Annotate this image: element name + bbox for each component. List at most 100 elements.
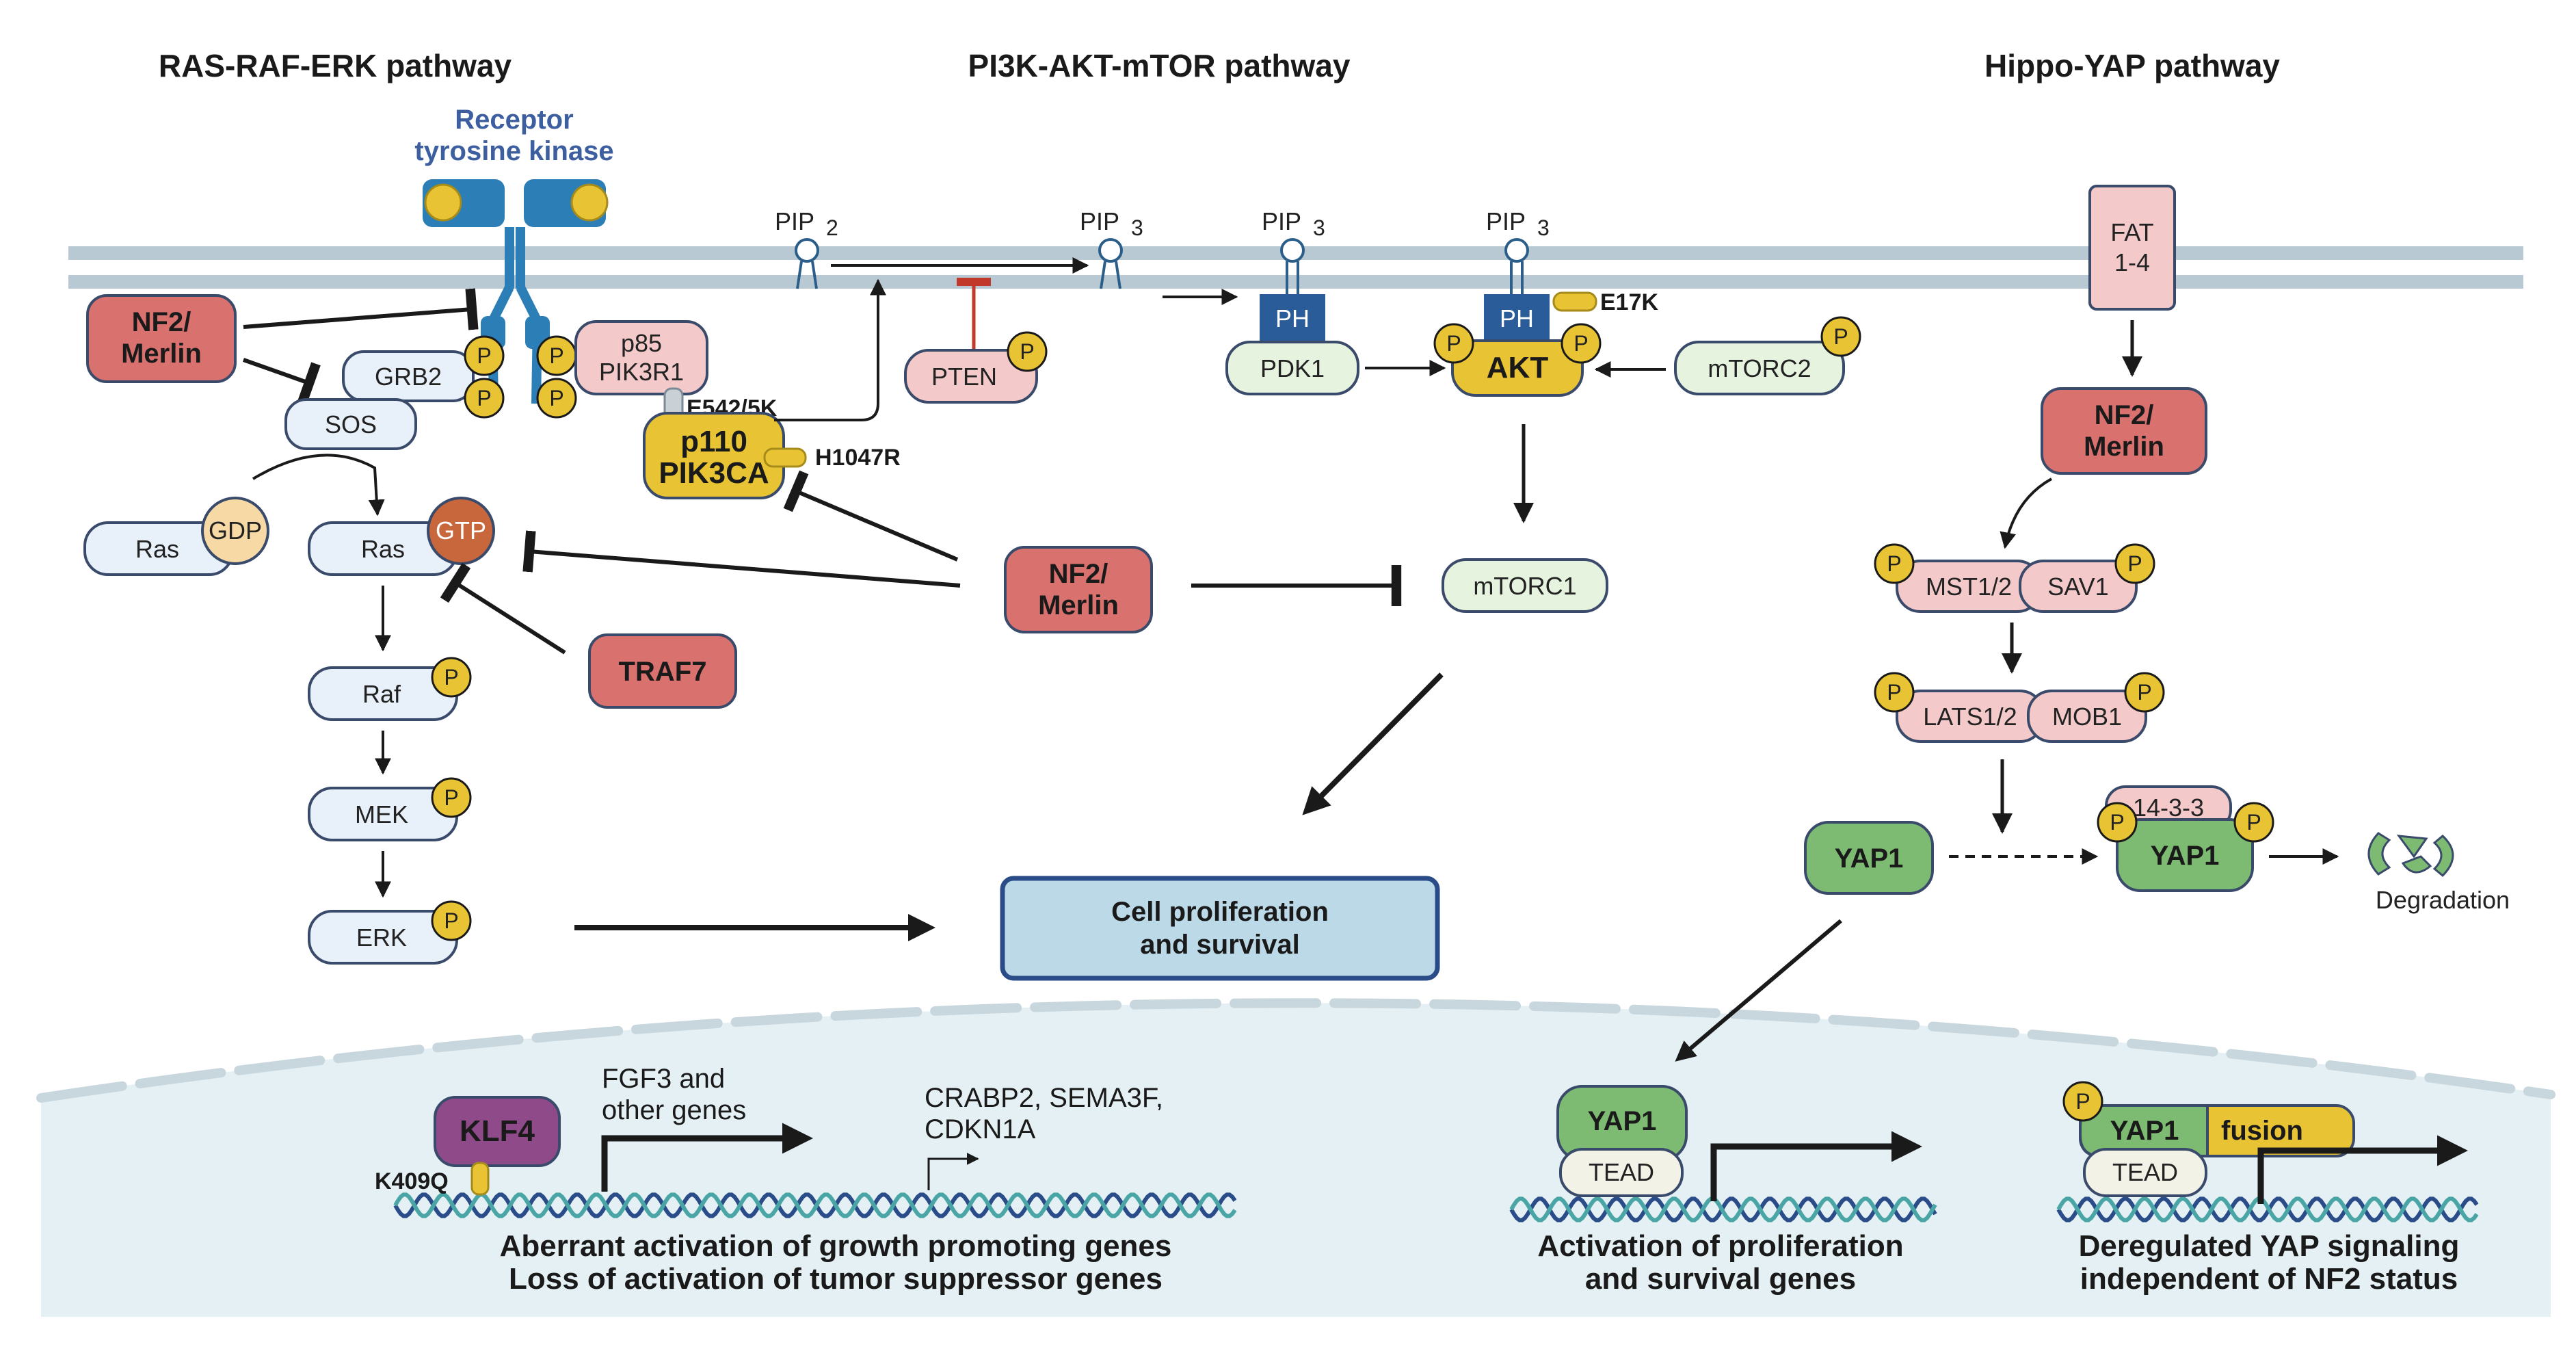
gdp-badge: GDP	[201, 497, 269, 565]
svg-text:fusion: fusion	[2221, 1116, 2303, 1146]
svg-text:3: 3	[1537, 215, 1550, 240]
svg-text:P: P	[1833, 324, 1848, 349]
svg-text:SOS: SOS	[325, 410, 377, 438]
svg-text:p85: p85	[621, 329, 662, 357]
genes-fgf3-line2: other genes	[602, 1095, 746, 1125]
phospho-receptor-right: P P	[536, 335, 577, 419]
phospho-akt-right: P	[1561, 323, 1602, 364]
arrow-p110-to-pip	[774, 278, 886, 421]
svg-text:MEK: MEK	[355, 800, 408, 828]
svg-text:PIP: PIP	[1262, 207, 1301, 235]
svg-text:P: P	[477, 386, 491, 410]
phospho-mek: P	[431, 777, 472, 818]
inhibit-nf2-receptor	[243, 288, 479, 330]
svg-text:mTORC2: mTORC2	[1708, 354, 1811, 382]
sos-node: SOS	[284, 398, 417, 450]
yap1-node-phosphorylated: YAP1	[2116, 818, 2254, 892]
caption-klf4-line2: Loss of activation of tumor suppressor g…	[509, 1262, 1163, 1296]
arrow-yap-to-nucleus	[1675, 919, 1842, 1062]
yap1-node-cytoplasm: YAP1	[1804, 821, 1934, 895]
svg-text:Ras: Ras	[135, 535, 179, 563]
phospho-sav1: P	[2114, 543, 2155, 584]
svg-text:AKT: AKT	[1487, 351, 1549, 384]
pten-node: PTEN	[904, 349, 1038, 404]
svg-text:and survival: and survival	[1140, 930, 1299, 960]
svg-text:TRAF7: TRAF7	[619, 657, 707, 687]
phospho-pten: P	[1007, 331, 1048, 372]
svg-text:P: P	[2137, 680, 2151, 705]
genes-crabp2-line1: CRABP2, SEMA3F,	[925, 1083, 1163, 1113]
klf4-node: KLF4	[434, 1096, 561, 1167]
svg-text:1-4: 1-4	[2114, 248, 2150, 276]
svg-text:MOB1: MOB1	[2052, 703, 2122, 731]
svg-text:P: P	[444, 785, 458, 810]
ras-gdp-node: Ras	[83, 521, 234, 576]
svg-text:GTP: GTP	[436, 516, 486, 545]
svg-text:TEAD: TEAD	[1589, 1158, 1654, 1186]
title-ras-pathway: RAS-RAF-ERK pathway	[159, 48, 512, 83]
svg-text:MST1/2: MST1/2	[1926, 573, 2012, 601]
svg-text:FAT: FAT	[2110, 218, 2153, 246]
traf7-node: TRAF7	[588, 633, 737, 709]
nf2-merlin-node-2: NF2/ Merlin	[1004, 546, 1153, 633]
caption-fusion-line2: independent of NF2 status	[2080, 1262, 2458, 1296]
genes-crabp2-line2: CDKN1A	[925, 1114, 1036, 1144]
nucleus	[41, 1003, 2551, 1317]
svg-text:YAP1: YAP1	[1835, 843, 1904, 874]
nf2-merlin-node-3: NF2/ Merlin	[2041, 387, 2207, 475]
p110-pik3ca-node: p110 PIK3CA	[643, 412, 785, 499]
phospho-raf: P	[431, 657, 472, 698]
erk-node: ERK	[308, 910, 458, 965]
fat-receptor: FAT 1-4	[2088, 185, 2176, 311]
tead-node-2: TEAD	[2083, 1148, 2207, 1197]
pip3-lipid-1: PIP 3	[1080, 207, 1143, 289]
mek-node: MEK	[308, 787, 458, 841]
svg-text:PIK3CA: PIK3CA	[659, 456, 769, 490]
sav1-node: SAV1	[2019, 560, 2138, 613]
arrow-ras-gdp-to-gtp	[252, 454, 385, 516]
svg-text:P: P	[549, 386, 563, 410]
svg-text:Merlin: Merlin	[2084, 432, 2164, 462]
phospho-yap-fusion: P	[2062, 1081, 2103, 1122]
phospho-lats: P	[1874, 672, 1915, 713]
arrow-fusion-transcription	[2257, 1135, 2468, 1204]
svg-text:NF2/: NF2/	[2095, 400, 2154, 430]
pip3-lipid-2: PIP 3	[1262, 207, 1325, 294]
svg-text:PIP: PIP	[775, 207, 814, 235]
phospho-erk: P	[431, 900, 472, 941]
svg-text:P: P	[1020, 339, 1034, 364]
caption-yap-line1: Activation of proliferation	[1537, 1229, 1903, 1263]
svg-text:PH: PH	[1500, 304, 1534, 332]
svg-text:P: P	[1574, 331, 1588, 356]
lats12-node: LATS1/2	[1896, 690, 2045, 743]
mutation-marker-e17k	[1552, 291, 1597, 312]
svg-text:PH: PH	[1275, 304, 1310, 332]
svg-text:ERK: ERK	[356, 924, 407, 952]
nuclear-envelope	[36, 998, 2555, 1103]
svg-text:Raf: Raf	[362, 680, 401, 708]
caption-fusion-line1: Deregulated YAP signaling	[2079, 1229, 2460, 1263]
svg-text:Merlin: Merlin	[1038, 590, 1119, 620]
svg-text:LATS1/2: LATS1/2	[1923, 703, 2017, 731]
svg-text:PIP: PIP	[1080, 207, 1119, 235]
svg-text:3: 3	[1131, 215, 1143, 240]
inhibit-nf2-ras	[522, 530, 961, 588]
mob1-node: MOB1	[2027, 690, 2147, 743]
svg-text:NF2/: NF2/	[1049, 559, 1108, 589]
pip2-lipid: PIP 2	[775, 207, 838, 289]
title-pi3k-pathway: PI3K-AKT-mTOR pathway	[968, 48, 1351, 83]
phospho-mob1: P	[2124, 672, 2165, 713]
mutation-k409q: K409Q	[375, 1168, 449, 1194]
svg-text:2: 2	[826, 215, 838, 240]
cell-membrane	[68, 246, 2523, 289]
arrow-fgf3-transcription	[601, 1123, 813, 1192]
yap1-node-nucleus: YAP1	[1556, 1085, 1688, 1162]
inhibit-nf2-grb2	[242, 358, 321, 404]
mutation-h1047: H1047R	[815, 445, 901, 471]
svg-text:P: P	[1887, 551, 1901, 576]
svg-text:P: P	[2246, 810, 2261, 835]
svg-text:P: P	[2075, 1089, 2090, 1114]
svg-text:PDK1: PDK1	[1260, 354, 1325, 382]
phospho-yap-left: P	[2097, 802, 2138, 843]
